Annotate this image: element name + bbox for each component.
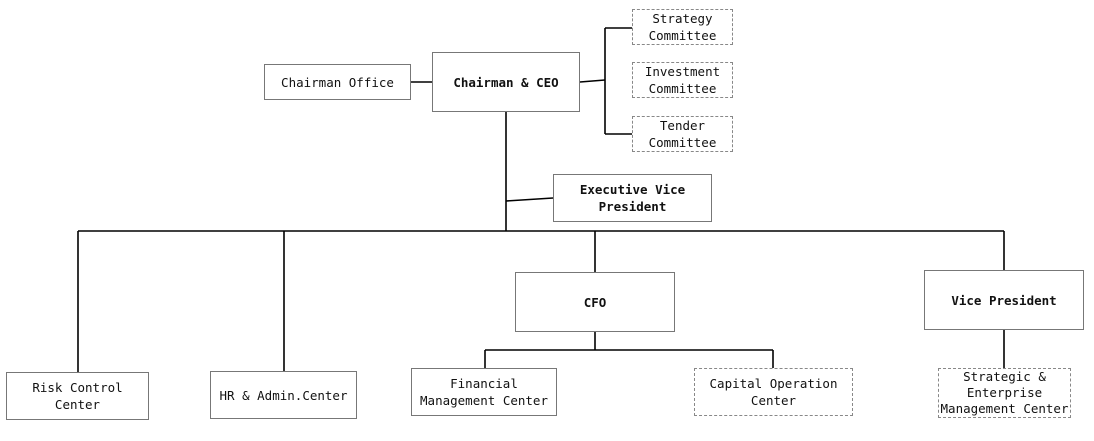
vice-president-box: Vice President xyxy=(924,270,1084,330)
strategic-enterprise-management-center-box: Strategic & Enterprise Management Center xyxy=(938,368,1071,418)
investment-committee-box: Investment Committee xyxy=(632,62,733,98)
hr-admin-center-box: HR & Admin.Center xyxy=(210,371,357,419)
cfo-box: CFO xyxy=(515,272,675,332)
tender-committee-box: Tender Committee xyxy=(632,116,733,152)
chairman-office-box: Chairman Office xyxy=(264,64,411,100)
executive-vice-president-box: Executive Vice President xyxy=(553,174,712,222)
risk-control-center-box: Risk Control Center xyxy=(6,372,149,420)
strategy-committee-box: Strategy Committee xyxy=(632,9,733,45)
financial-management-center-box: Financial Management Center xyxy=(411,368,557,416)
capital-operation-center-box: Capital Operation Center xyxy=(694,368,853,416)
chairman-ceo-box: Chairman & CEO xyxy=(432,52,580,112)
